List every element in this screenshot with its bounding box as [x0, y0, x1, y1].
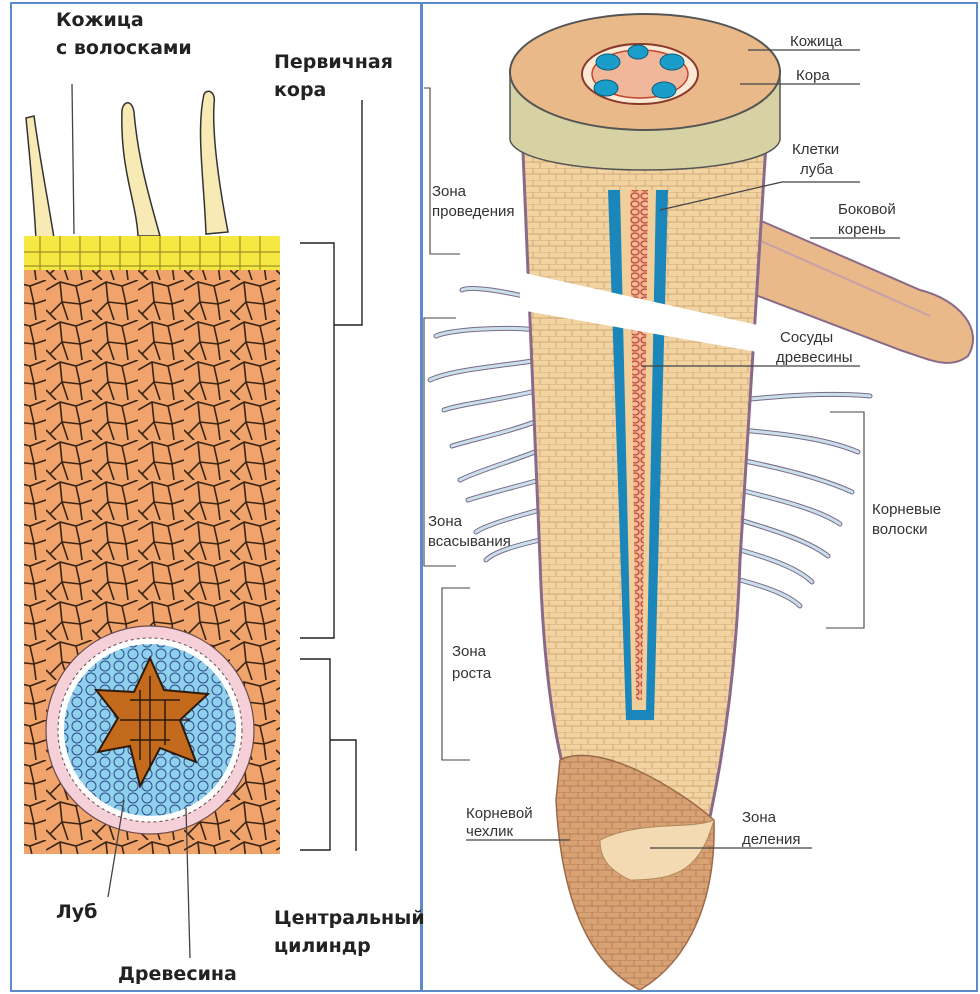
label-epidermis-hairs-2: с волосками	[56, 37, 192, 59]
epidermis-hairs-leader	[72, 84, 74, 234]
label-lateral-root-1: Боковой	[838, 201, 896, 218]
label-phloem: Луб	[56, 901, 97, 923]
label-xylem-vessels-2: древесины	[776, 349, 853, 366]
label-division-zone-2: деления	[742, 831, 800, 848]
label-central-cylinder-2: цилиндр	[274, 935, 371, 957]
conduction-zone-bracket	[424, 88, 460, 254]
primary-cortex-bracket	[300, 100, 362, 638]
epidermis-layer	[24, 236, 280, 270]
label-root-hairs-2: волоски	[872, 521, 928, 538]
label-xylem-vessels-1: Сосуды	[780, 329, 833, 346]
label-phloem-cells-1: Клетки	[792, 141, 839, 158]
label-growth-zone-1: Зона	[452, 643, 487, 660]
label-absorption-zone-1: Зона	[428, 513, 463, 530]
label-epidermis-hairs-1: Кожица	[56, 9, 144, 31]
label-xylem: Древесина	[118, 963, 237, 985]
label-primary-cortex-1: Первичная	[274, 51, 393, 73]
label-conduction-zone-1: Зона	[432, 183, 467, 200]
label-phloem-cells-2: луба	[800, 161, 834, 178]
root-hair-1	[26, 116, 54, 240]
label-epidermis: Кожица	[790, 33, 843, 50]
label-absorption-zone-2: всасывания	[428, 533, 511, 550]
label-central-cylinder-1: Центральный	[274, 907, 425, 929]
central-cylinder-bracket	[300, 659, 356, 851]
root-hair-3	[201, 91, 228, 234]
label-primary-cortex-2: кора	[274, 79, 326, 101]
label-division-zone-1: Зона	[742, 809, 777, 826]
label-root-cap-1: Корневой	[466, 805, 533, 822]
root-hair-2	[122, 103, 160, 236]
label-lateral-root-2: корень	[838, 221, 886, 238]
left-cross-section	[24, 91, 280, 854]
label-root-hairs-1: Корневые	[872, 501, 941, 518]
label-cortex: Кора	[796, 67, 830, 84]
root-hairs-right	[740, 394, 870, 606]
label-growth-zone-2: роста	[452, 665, 492, 682]
label-conduction-zone-2: проведения	[432, 203, 515, 220]
label-root-cap-2: чехлик	[466, 823, 513, 840]
